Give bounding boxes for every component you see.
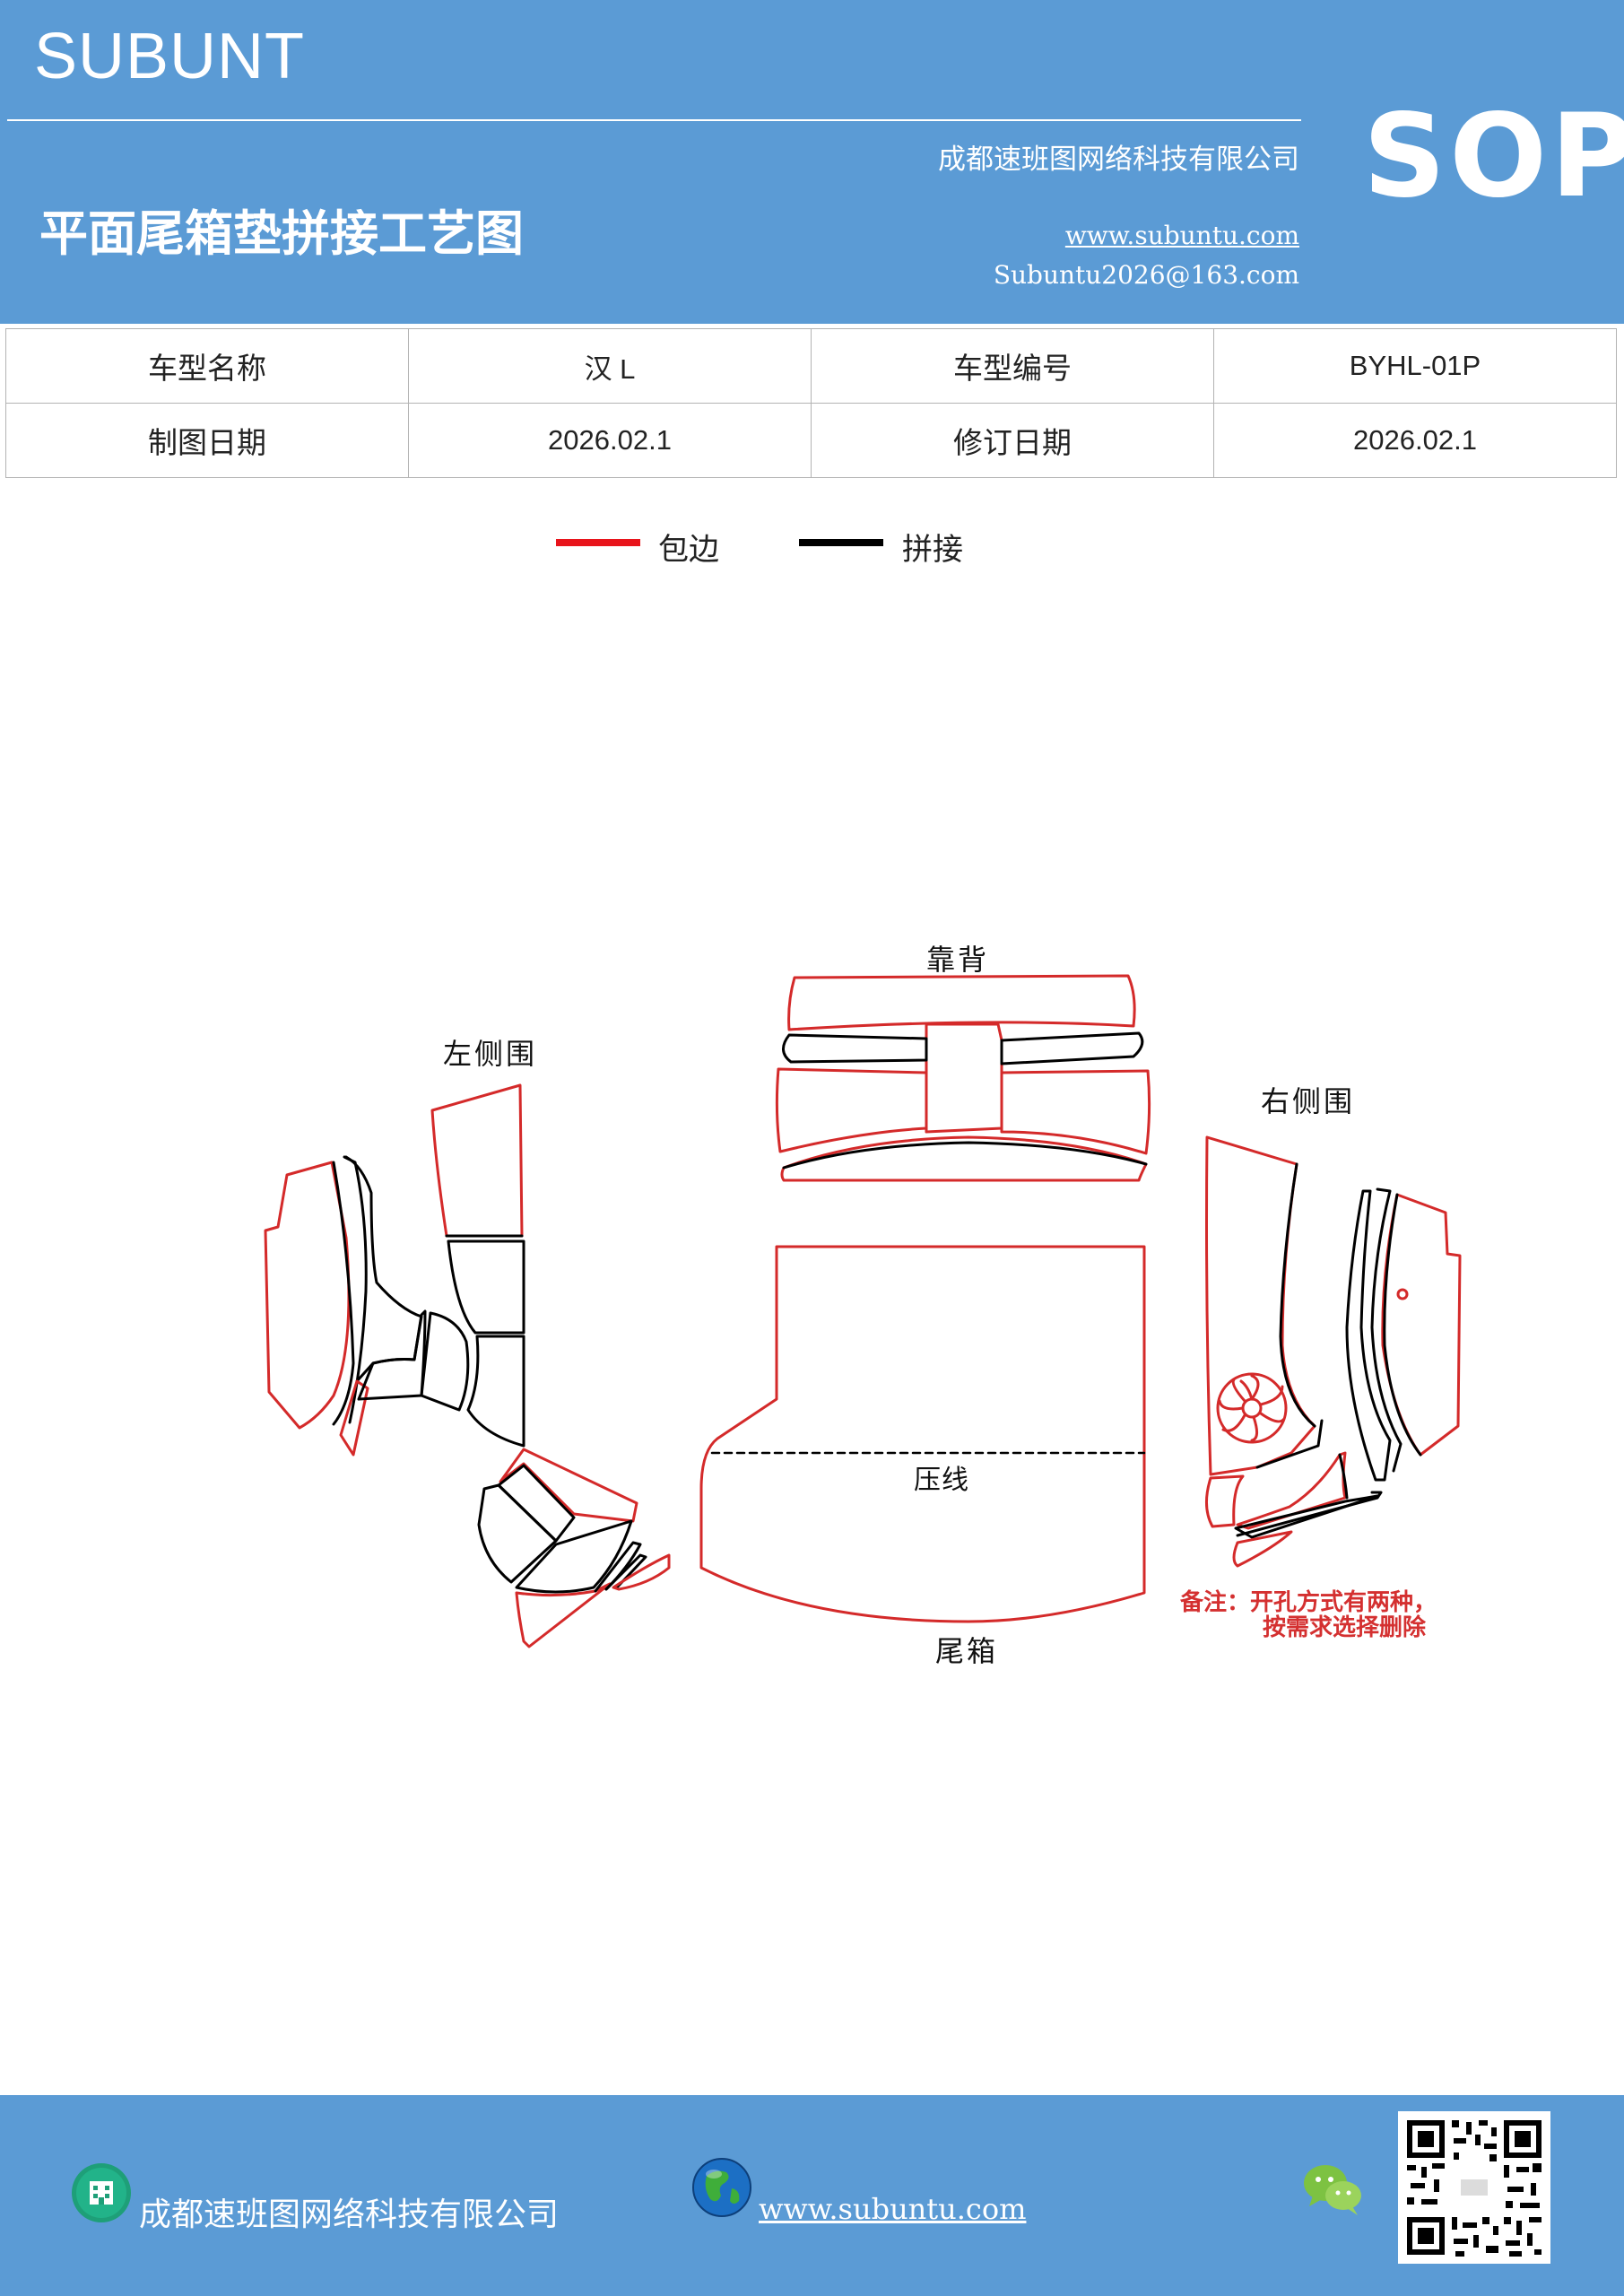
left-lower-tile	[466, 1335, 525, 1448]
right-outer-seam	[1383, 1193, 1422, 1457]
left-side-pieces	[264, 1083, 671, 1648]
right-column-strip-2	[1370, 1187, 1403, 1473]
label-crease: 压线	[914, 1465, 969, 1496]
table-cell: 车型编号	[811, 328, 1214, 404]
left-outer-panel	[264, 1161, 351, 1430]
backrest-left-strip	[782, 1033, 928, 1064]
left-bottom-tip	[612, 1553, 671, 1591]
legend-swatch-binding	[556, 539, 640, 546]
sop-badge: SOP	[1363, 90, 1624, 223]
legend-swatch-seam	[799, 539, 883, 546]
right-outer-panel	[1381, 1193, 1462, 1457]
left-small-block	[420, 1311, 470, 1412]
label-right-side: 右侧围	[1261, 1084, 1356, 1118]
left-upper-tile	[447, 1239, 525, 1335]
table-cell: 汉 L	[408, 328, 812, 404]
label-left-side: 左侧围	[443, 1037, 538, 1071]
globe-icon	[692, 2158, 751, 2217]
trunk-pieces	[699, 1245, 1146, 1623]
right-bottom-tip	[1232, 1530, 1293, 1568]
left-bottom-panel-3	[477, 1483, 558, 1584]
backrest-right-strip	[1000, 1031, 1144, 1065]
trunk-main-piece	[699, 1245, 1146, 1623]
backrest-bottom-strip	[780, 1135, 1148, 1182]
left-upper-panel	[430, 1083, 524, 1238]
table-cell: 车型名称	[5, 328, 409, 404]
backrest-top-piece	[787, 974, 1136, 1031]
left-bottom-panel-1	[499, 1448, 638, 1523]
right-upper-seam	[1279, 1162, 1316, 1428]
right-small-hole	[1396, 1288, 1409, 1300]
right-lower-foot	[1205, 1474, 1245, 1528]
backrest-right-panel	[1000, 1069, 1151, 1155]
legend-label-seam: 拼接	[902, 532, 963, 568]
footer-website-link[interactable]: www.subuntu.com	[759, 2192, 1027, 2226]
brand-name: SUBUNT	[34, 21, 306, 92]
table-cell: 2026.02.1	[1213, 403, 1617, 478]
note-line-1: 备注：开孔方式有两种，	[1180, 1589, 1437, 1616]
left-bottom-strip-2	[604, 1553, 647, 1591]
table-cell: BYHL-01P	[1213, 328, 1617, 404]
label-backrest: 靠背	[926, 943, 990, 977]
note-line-2: 按需求选择删除	[1263, 1614, 1427, 1641]
page-title: 平面尾箱垫拼接工艺图	[39, 205, 524, 262]
speaker-vent-icon	[1216, 1372, 1288, 1444]
table-cell: 2026.02.1	[408, 403, 812, 478]
left-bottom-panel-4	[515, 1519, 633, 1594]
table-row: 车型名称 汉 L 车型编号 BYHL-01P	[5, 328, 1617, 404]
left-column-strip-2	[344, 1155, 423, 1383]
website-link[interactable]: www.subuntu.com	[1064, 221, 1299, 250]
legend-label-binding: 包边	[658, 532, 719, 568]
backrest-bottom-seam	[782, 1141, 1148, 1170]
header-divider	[7, 119, 1301, 121]
left-outer-seam	[332, 1161, 355, 1426]
right-lower-strip-2	[1236, 1491, 1383, 1537]
label-trunk: 尾箱	[935, 1634, 999, 1668]
backrest-left-panel	[775, 1067, 928, 1153]
left-middle-block	[357, 1309, 427, 1401]
backrest-center-flap	[925, 1022, 1003, 1134]
right-lower-panel-seam	[1338, 1453, 1349, 1500]
company-name: 成都速班图网络科技有限公司	[938, 144, 1299, 176]
legend: 包边 拼接	[0, 525, 1624, 570]
table-cell: 修订日期	[811, 403, 1214, 478]
left-lower-foot	[339, 1379, 369, 1457]
right-side-pieces	[1205, 1135, 1462, 1568]
right-column-strip-1	[1345, 1189, 1392, 1482]
header-banner: SUBUNT 成都速班图网络科技有限公司 平面尾箱垫拼接工艺图 www.subu…	[0, 0, 1624, 324]
building-icon	[72, 2163, 131, 2222]
table-row: 制图日期 2026.02.1 修订日期 2026.02.1	[5, 403, 1617, 478]
info-table: 车型名称 汉 L 车型编号 BYHL-01P 制图日期 2026.02.1 修订…	[5, 328, 1617, 478]
left-bottom-panel-5	[515, 1582, 612, 1648]
right-lower-panel	[1236, 1451, 1347, 1530]
right-lower-seam	[1255, 1419, 1324, 1469]
wechat-icon	[1304, 2165, 1361, 2215]
qr-code	[1398, 2111, 1550, 2264]
footer-company: 成都速班图网络科技有限公司	[139, 2196, 560, 2233]
table-cell: 制图日期	[5, 403, 409, 478]
diagram-note: 备注：开孔方式有两种， 按需求选择删除	[1180, 1590, 1437, 1640]
backrest-pieces	[775, 974, 1151, 1182]
email-address[interactable]: Subuntu2026@163.com	[993, 260, 1299, 290]
